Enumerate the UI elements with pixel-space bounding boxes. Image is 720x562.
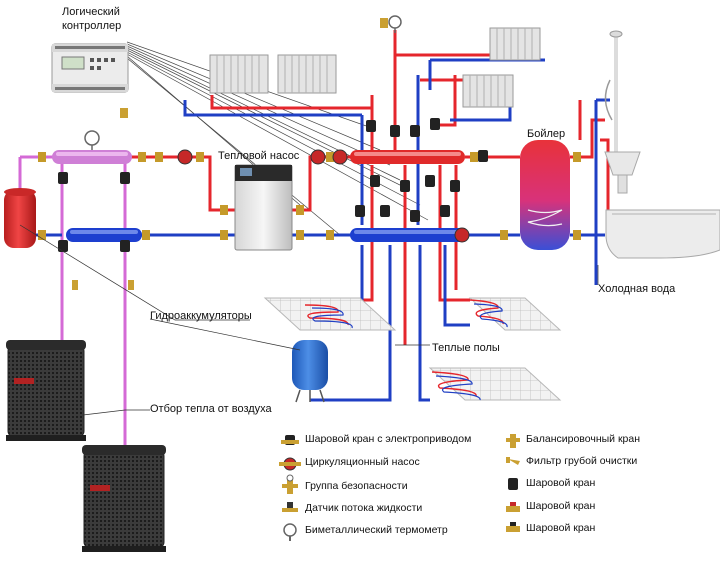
controller-label-line2: контроллер <box>62 20 122 32</box>
heat-pump-label: Тепловой насос <box>218 150 300 162</box>
controller-label-line1: Логический <box>62 6 120 18</box>
legend-item-balancing-valve: Балансировочный кран <box>526 433 641 445</box>
hot-manifold <box>350 150 465 164</box>
cold-manifold-left <box>66 228 142 242</box>
floor-heating-panel <box>263 297 397 331</box>
bathtub <box>605 209 720 259</box>
floor-heating-label: Теплые полы <box>432 342 500 354</box>
floor-heating-panel <box>428 367 562 401</box>
legend-item-circulation-pump: Циркуляционный насос <box>305 456 420 468</box>
glycol-manifold <box>52 150 132 164</box>
air-extract-label: Отбор тепла от воздуха <box>150 403 272 415</box>
legend-item-flow-sensor: Датчик потока жидкости <box>305 502 423 514</box>
boiler-label: Бойлер <box>527 128 566 140</box>
outdoor-unit <box>82 445 166 552</box>
strainer-icon <box>506 457 520 465</box>
legend-item-ball-valve: Шаровой кран <box>526 522 596 534</box>
bimetal-thermometer-icon <box>283 523 297 541</box>
legend-item-safety-group: Группа безопасности <box>305 480 408 492</box>
safety-group-icon <box>282 474 298 494</box>
cold-water-label: Холодная вода <box>598 283 676 295</box>
legend-icons <box>279 434 520 541</box>
legend-item-bimetal-thermometer: Биметаллический термометр <box>305 524 448 536</box>
legend-item-ball-valve: Шаровой кран <box>526 500 596 512</box>
boiler-loop-pipes <box>600 138 610 210</box>
balancing-valve-icon <box>506 434 520 448</box>
ball-valve-icon <box>508 478 518 490</box>
shower <box>604 30 623 152</box>
cold-pipes <box>183 58 610 402</box>
ball-valve-icon <box>506 522 520 532</box>
flow-sensor-icon <box>282 502 298 512</box>
circulation-pump-icon <box>279 457 301 471</box>
heat-pump-primary-pipes <box>20 155 235 237</box>
hydro-accumulator <box>292 340 328 403</box>
boiler-tank <box>520 140 570 250</box>
fittings <box>38 15 581 290</box>
radiator <box>277 54 337 94</box>
sink <box>604 151 641 194</box>
logic-controller <box>51 43 129 93</box>
ball-valve-icon <box>506 502 520 512</box>
radiator <box>209 54 269 94</box>
expansion-tank <box>4 188 36 248</box>
heat-pump-unit <box>234 164 293 251</box>
legend-item-motorized-ball-valve: Шаровой кран с электроприводом <box>305 433 472 445</box>
motorized-ball-valve-icon <box>281 435 299 445</box>
radiator <box>462 74 514 108</box>
controller-wires <box>126 41 429 236</box>
legend-item-strainer: Фильтр грубой очистки <box>526 455 638 467</box>
floor-heating-panel <box>468 297 562 331</box>
legend-item-ball-valve: Шаровой кран <box>526 477 596 489</box>
leader-lines <box>19 224 599 416</box>
accumulators-label: Гидроаккумуляторы <box>150 310 252 322</box>
cold-manifold <box>350 228 465 242</box>
radiator <box>489 27 541 61</box>
outdoor-unit <box>6 340 86 441</box>
